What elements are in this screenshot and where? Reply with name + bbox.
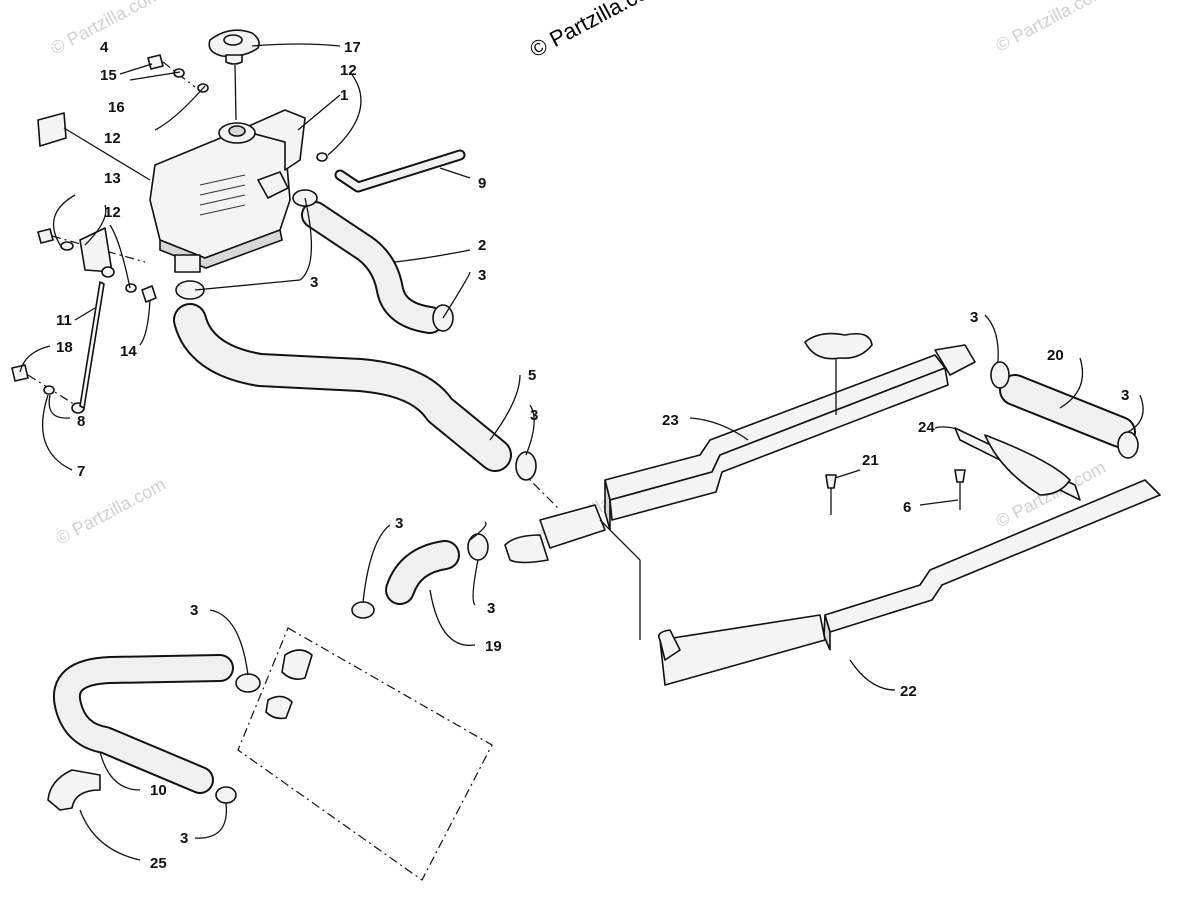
callout-9: 9: [478, 175, 486, 192]
heat-exchanger-22: [657, 479, 1161, 686]
callout-4: 4: [100, 39, 109, 56]
hardware-top-left: [11, 54, 328, 414]
callout-3-right-top: 3: [970, 309, 978, 326]
watermark-main: © Partzilla.com: [526, 0, 669, 62]
callout-16: 16: [108, 99, 125, 116]
callout-12-left: 12: [104, 130, 121, 147]
callout-20: 20: [1047, 347, 1064, 364]
hose-clip: [47, 769, 101, 811]
callout-19: 19: [485, 638, 502, 655]
callout-3-right: 3: [1121, 387, 1129, 404]
t-handle-tool: [804, 332, 873, 415]
overflow-hose: [334, 149, 466, 193]
tank-outlet-hose: [301, 201, 444, 334]
hose-clamps: [175, 189, 1139, 804]
callout-3-mid: 3: [395, 515, 403, 532]
callout-5: 5: [528, 367, 536, 384]
cross-hose: [999, 374, 1136, 448]
callout-15: 15: [100, 67, 117, 84]
callout-6: 6: [903, 499, 911, 516]
callout-3-connector: 3: [487, 600, 495, 617]
callout-13: 13: [104, 170, 121, 187]
callout-3-hose2: 3: [478, 267, 486, 284]
callout-18: 18: [56, 339, 73, 356]
connector-pipe: [504, 504, 641, 640]
callout-25: 25: [150, 855, 167, 872]
callout-12-mid-left: 12: [104, 204, 121, 221]
callout-2: 2: [478, 237, 486, 254]
callout-leaders: [19, 43, 1144, 861]
watermark-faint-top-right: © Partzilla.com: [992, 0, 1108, 56]
callout-12-top-right: 12: [340, 62, 357, 79]
callout-3-hose5: 3: [530, 407, 538, 424]
mounting-bracket: [954, 427, 1081, 501]
radiator-cap: [208, 29, 260, 121]
callout-21: 21: [862, 452, 879, 469]
callout-8: 8: [77, 413, 85, 430]
callout-1: 1: [340, 87, 348, 104]
callout-labels: 17 12 1 4 15 16 12 9 13 12 2 3 3 11 14 1…: [56, 39, 1129, 872]
callout-17: 17: [344, 39, 361, 56]
callout-14: 14: [120, 343, 137, 360]
watermark-faint-left: © Partzilla.com: [52, 474, 168, 549]
expansion-tank: [149, 109, 306, 273]
callout-22: 22: [900, 683, 917, 700]
callout-3-bottom: 3: [180, 830, 188, 847]
callout-3-radiator-top: 3: [190, 602, 198, 619]
elbow-hose: [385, 540, 460, 605]
loop-hose: [52, 654, 234, 794]
callout-7: 7: [77, 463, 85, 480]
callout-10: 10: [150, 782, 167, 799]
callout-23: 23: [662, 412, 679, 429]
radiator-outline: [237, 627, 493, 881]
decal-part: [37, 112, 151, 181]
heat-exchanger-23: [604, 344, 976, 531]
main-coolant-hose: [173, 303, 561, 511]
fasteners: [825, 469, 966, 515]
callout-24: 24: [918, 419, 935, 436]
callout-11: 11: [56, 312, 72, 329]
callout-3-tank: 3: [310, 274, 318, 291]
